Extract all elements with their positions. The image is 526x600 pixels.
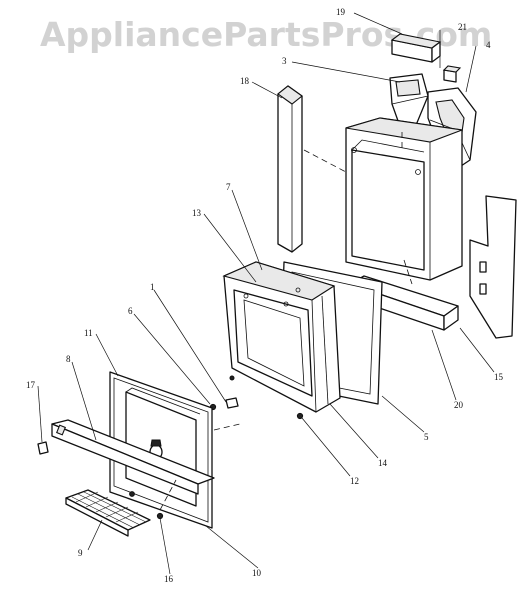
callout-14: 14 bbox=[378, 458, 388, 468]
part-12-screw bbox=[296, 412, 304, 420]
callout-4: 4 bbox=[486, 40, 491, 50]
callout-18: 18 bbox=[240, 76, 250, 86]
part-16-screw bbox=[156, 512, 164, 520]
callout-3: 3 bbox=[282, 56, 287, 66]
main-dispenser-housing bbox=[345, 117, 463, 281]
part-1-screw bbox=[225, 397, 239, 409]
part-8-trim-strip bbox=[51, 419, 215, 495]
callout-19: 19 bbox=[336, 7, 346, 17]
callout-labels: 19 21 4 3 18 7 13 1 6 11 8 17 9 10 16 12… bbox=[26, 7, 504, 584]
callout-20: 20 bbox=[454, 400, 464, 410]
callout-12: 12 bbox=[350, 476, 359, 486]
alignment-lines bbox=[159, 132, 413, 511]
callout-7: 7 bbox=[226, 182, 231, 192]
callout-17: 17 bbox=[26, 380, 36, 390]
callout-1: 1 bbox=[150, 282, 155, 292]
part-21-clip bbox=[442, 65, 462, 83]
part-15-side-panel bbox=[469, 195, 517, 339]
fastener-screw bbox=[229, 375, 235, 381]
callout-5: 5 bbox=[424, 432, 429, 442]
part-17-cap bbox=[37, 441, 49, 455]
callout-21: 21 bbox=[458, 22, 467, 32]
leader-lines bbox=[37, 12, 495, 575]
callout-16: 16 bbox=[164, 574, 174, 584]
callout-8: 8 bbox=[66, 354, 71, 364]
callout-13: 13 bbox=[192, 208, 202, 218]
callout-9: 9 bbox=[78, 548, 83, 558]
part-18-column bbox=[277, 85, 303, 253]
callout-11: 11 bbox=[84, 328, 93, 338]
part-3-ice-chute bbox=[389, 73, 429, 133]
callout-6: 6 bbox=[128, 306, 133, 316]
part-9-drip-grille bbox=[65, 489, 151, 537]
part-14-dispenser-frame bbox=[222, 261, 341, 413]
callout-15: 15 bbox=[494, 372, 504, 382]
fastener-screw-2 bbox=[129, 491, 135, 497]
callout-10: 10 bbox=[252, 568, 262, 578]
